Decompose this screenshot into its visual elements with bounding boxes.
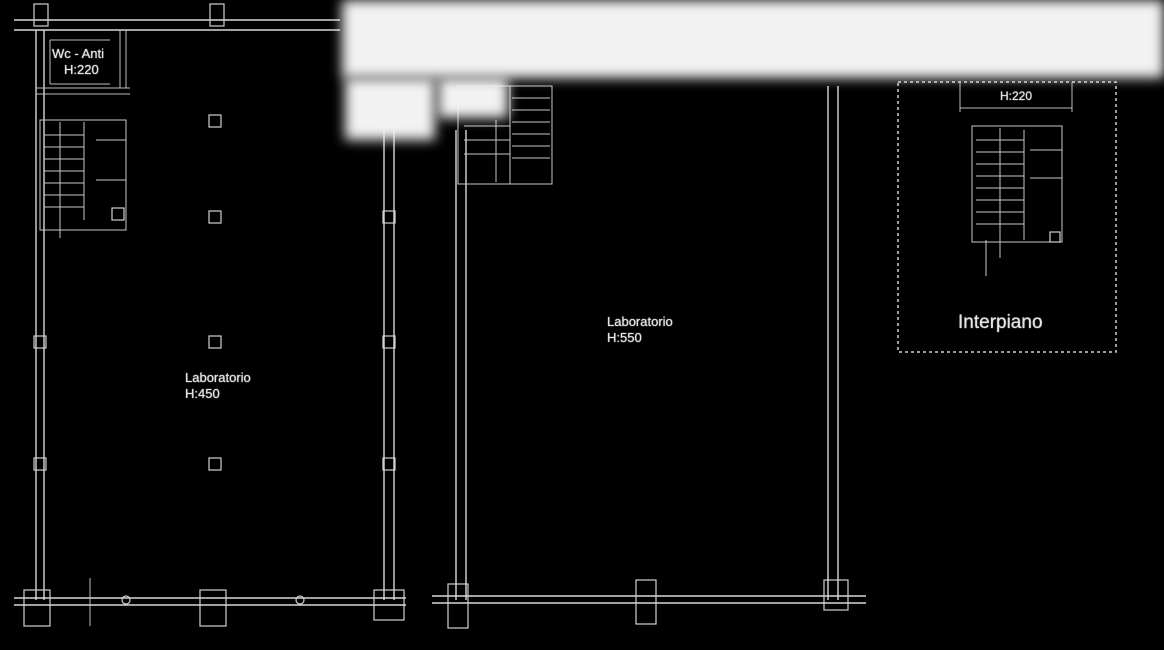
left-lab-columns — [23, 114, 405, 627]
wc-anti-height: H:220 — [64, 62, 99, 77]
interplano-label: Interpiano — [958, 312, 1043, 333]
overexposed-region — [438, 78, 508, 118]
interplano-height-label: H:220 — [1000, 89, 1033, 103]
overexposed-region — [342, 0, 1164, 78]
left-lab-walls — [14, 30, 406, 606]
lab-center-name: Laboratorio — [607, 314, 673, 329]
overexposed-region — [345, 78, 435, 140]
lab-left-label: Laboratorio H:450 — [185, 370, 251, 402]
interplano-area — [897, 81, 1117, 353]
lab-center-label: Laboratorio H:550 — [607, 314, 673, 346]
wc-anti-label: Wc - Anti H:220 — [52, 46, 104, 78]
wc-anti-name: Wc - Anti — [52, 46, 105, 61]
lab-center-height: H:550 — [607, 330, 642, 345]
lab-left-height: H:450 — [185, 386, 220, 401]
top-wall — [14, 3, 340, 31]
left-staircase — [39, 119, 127, 238]
lab-left-name: Laboratorio — [185, 370, 251, 385]
interplano-staircase — [971, 125, 1063, 276]
center-lab-walls — [432, 86, 866, 629]
